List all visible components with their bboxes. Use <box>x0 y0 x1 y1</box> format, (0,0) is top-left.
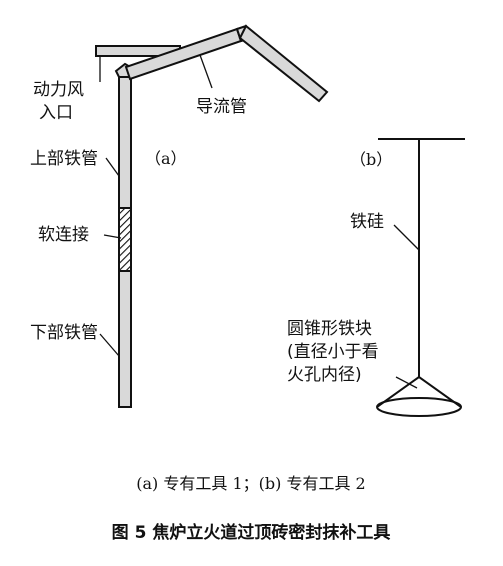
panel-b-tag: （b） <box>350 150 392 169</box>
leader-guide-pipe <box>199 54 213 89</box>
label-soft-connection: 软连接 <box>38 225 89 245</box>
figure-caption: 图 5 焦炉立火道过顶砖密封抹补工具 <box>112 522 391 543</box>
panel-b: （b） 铁硅 圆锥形铁块 (直径小于看 火孔内径) <box>287 138 465 417</box>
panel-a: 动力风 入口 导流管 上部铁管 （a） 软连接 下部铁管 <box>30 24 329 408</box>
leader-iron-silicon <box>393 224 420 251</box>
label-power-wind-inlet-1: 动力风 <box>33 80 84 100</box>
label-cone-block-2: (直径小于看 <box>287 342 379 362</box>
label-lower-iron-pipe: 下部铁管 <box>30 323 98 343</box>
guide-pipe-segment-2 <box>238 24 329 103</box>
leader-lower-pipe <box>99 333 120 357</box>
cone-iron-block <box>376 375 462 417</box>
figure-subcaption: (a) 专有工具 1；(b) 专有工具 2 <box>136 474 365 493</box>
label-guide-pipe: 导流管 <box>196 97 247 117</box>
label-upper-iron-pipe: 上部铁管 <box>30 149 98 169</box>
label-cone-block-3: 火孔内径) <box>287 365 362 385</box>
leader-upper-pipe <box>105 157 120 177</box>
panel-a-tag: （a） <box>145 149 187 168</box>
leader-cone-block <box>395 376 418 389</box>
label-cone-block-1: 圆锥形铁块 <box>287 319 372 339</box>
leader-soft-connection <box>103 234 122 239</box>
label-iron-silicon: 铁硅 <box>350 212 384 232</box>
label-power-wind-inlet-2: 入口 <box>39 103 73 123</box>
lower-iron-pipe <box>118 270 132 408</box>
soft-connection-section <box>118 207 132 272</box>
upper-iron-pipe <box>118 76 132 209</box>
